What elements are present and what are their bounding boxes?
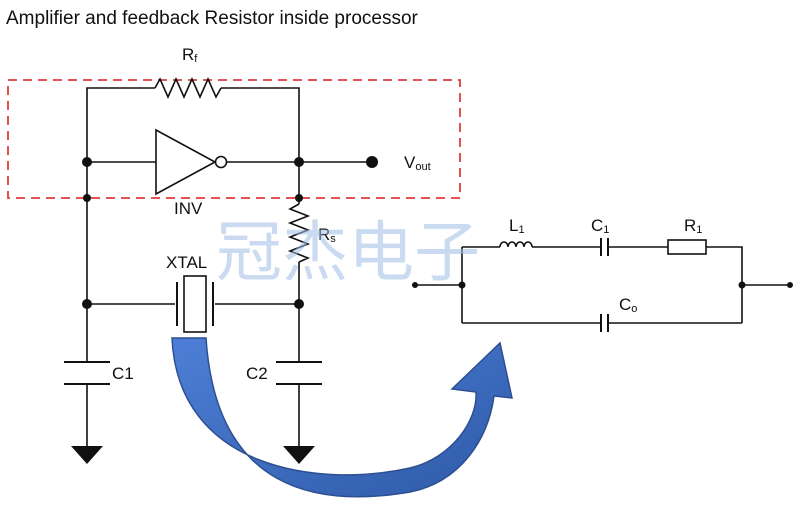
feedback-resistor-rf [154, 77, 222, 99]
rf-left-wire [86, 87, 155, 162]
node-xtal-left [82, 299, 92, 309]
ground-symbol-right [283, 446, 315, 464]
node-right-boundary [295, 194, 303, 202]
inverter-label: INV [174, 199, 203, 218]
eq-right-terminal [787, 282, 793, 288]
processor-boundary [7, 79, 461, 199]
crystal-xtal [183, 275, 207, 333]
l1-label: L1 [509, 216, 525, 236]
equivalence-arrow [171, 337, 513, 498]
rf-right-wire [221, 87, 300, 162]
c1-motional-label: C1 [591, 216, 609, 236]
inductor-l1 [499, 241, 533, 248]
vout-label: Vout [404, 153, 431, 173]
oscillator-circuit: Rf Vout INV Rs XTAL C1 [64, 45, 431, 464]
eq-left-terminal [412, 282, 418, 288]
node-left-boundary [83, 194, 91, 202]
node-xtal-right [294, 299, 304, 309]
xtal-label: XTAL [166, 253, 207, 272]
series-resistor-rs [287, 203, 311, 263]
eq-right-vertical [706, 246, 743, 323]
r1-label: R1 [684, 216, 702, 236]
inverter-bubble [214, 155, 228, 169]
watermark-text: 冠杰电子 [216, 214, 480, 291]
rs-label: Rs [318, 225, 336, 245]
diagram-title: Amplifier and feedback Resistor inside p… [6, 8, 419, 29]
vout-terminal [366, 156, 378, 168]
inverter-amplifier [155, 128, 217, 196]
c1-load-label: C1 [112, 364, 134, 383]
co-label: Co [619, 295, 637, 315]
ground-symbol-left [71, 446, 103, 464]
c2-load-label: C2 [246, 364, 268, 383]
rf-label: Rf [182, 45, 198, 65]
crystal-equivalent-circuit: L1 C1 R1 Co [412, 216, 793, 332]
resistor-r1 [667, 239, 707, 255]
